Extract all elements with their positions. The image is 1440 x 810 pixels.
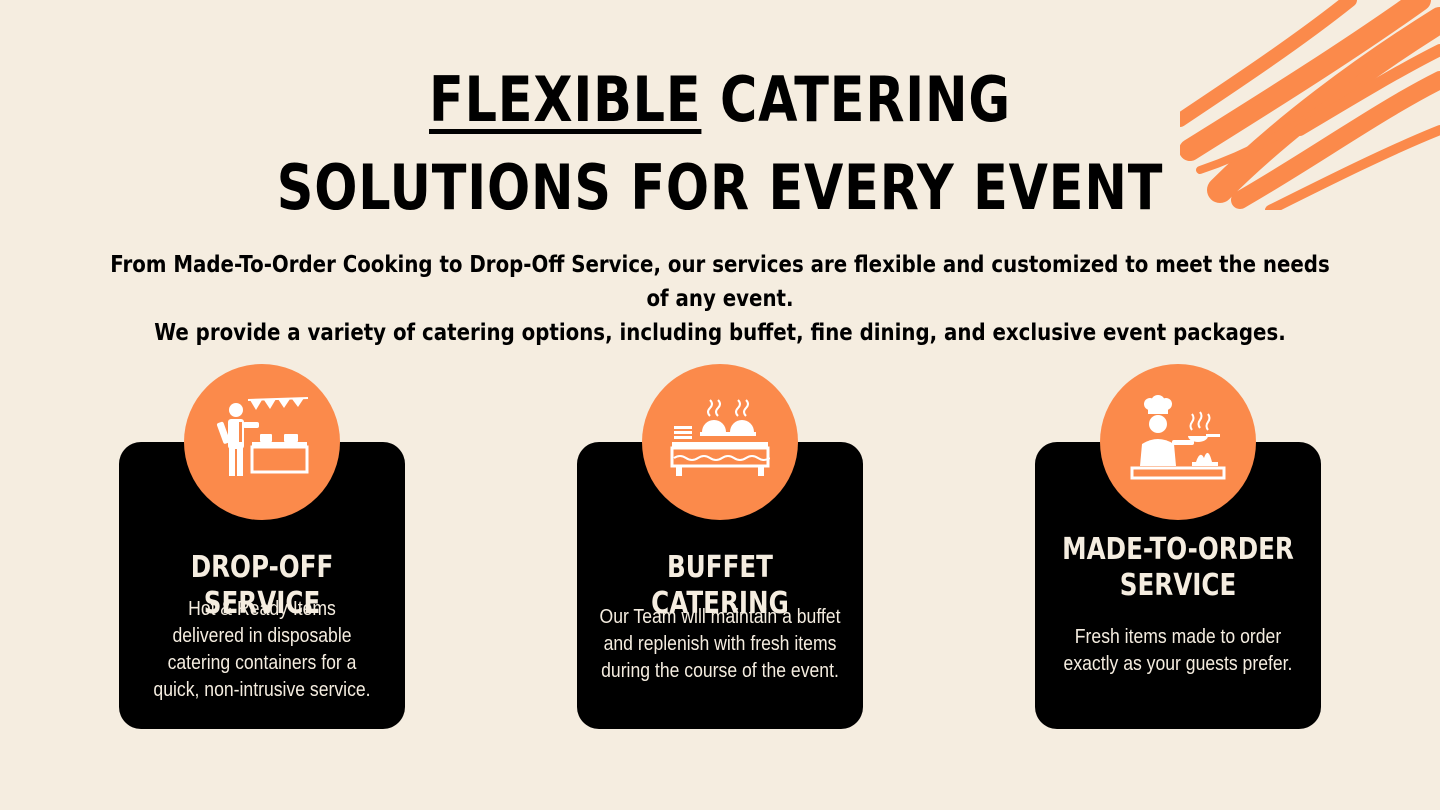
description-line: during the course of the event. (601, 660, 839, 682)
service-card-drop-off: DROP-OFF SERVICE Hot & Ready Items deliv… (119, 442, 405, 729)
description-line: Our Team will maintain a buffet (599, 606, 841, 628)
service-card-description: Fresh items made to order exactly as you… (1052, 624, 1304, 678)
service-icon-badge (184, 364, 340, 520)
service-icon-badge (642, 364, 798, 520)
brush-stroke-decoration (1180, 0, 1440, 210)
description-line: quick, non-intrusive service. (153, 679, 371, 701)
service-card-description: Our Team will maintain a buffet and repl… (594, 604, 846, 685)
service-card-title: BUFFET CATERING (603, 550, 838, 622)
page-subtitle: From Made-To-Order Cooking to Drop-Off S… (101, 248, 1339, 350)
description-line: and replenish with fresh items (603, 633, 837, 655)
description-line: catering containers for a (167, 652, 357, 674)
buffet-table-icon (670, 399, 770, 476)
description-line: Hot & Ready Items (188, 598, 336, 620)
description-line: exactly as your guests prefer. (1063, 653, 1293, 675)
service-card-title-line: BUFFET CATERING (651, 550, 789, 621)
title-line1-rest: CATERING (701, 63, 1011, 136)
page-title: FLEXIBLE CATERING SOLUTIONS FOR EVERY EVE… (130, 56, 1311, 232)
title-line2: SOLUTIONS FOR EVERY EVENT (276, 151, 1164, 224)
title-emphasis: FLEXIBLE (429, 63, 702, 136)
description-line: Fresh items made to order (1074, 626, 1282, 648)
description-line: delivered in disposable (172, 625, 352, 647)
service-card-title-line: MADE-TO-ORDER (1062, 532, 1294, 567)
service-icon-badge (1100, 364, 1256, 520)
subtitle-line2: We provide a variety of catering options… (154, 320, 1286, 346)
chef-cooking-icon (1130, 395, 1226, 480)
subtitle-line1: From Made-To-Order Cooking to Drop-Off S… (110, 252, 1330, 312)
service-card-title-line: SERVICE (1119, 568, 1237, 603)
service-card-title-line: DROP-OFF SERVICE (190, 550, 334, 621)
service-card-title: DROP-OFF SERVICE (145, 550, 380, 622)
service-card-description: Hot & Ready Items delivered in disposabl… (136, 596, 388, 704)
waiter-party-icon (216, 397, 309, 476)
